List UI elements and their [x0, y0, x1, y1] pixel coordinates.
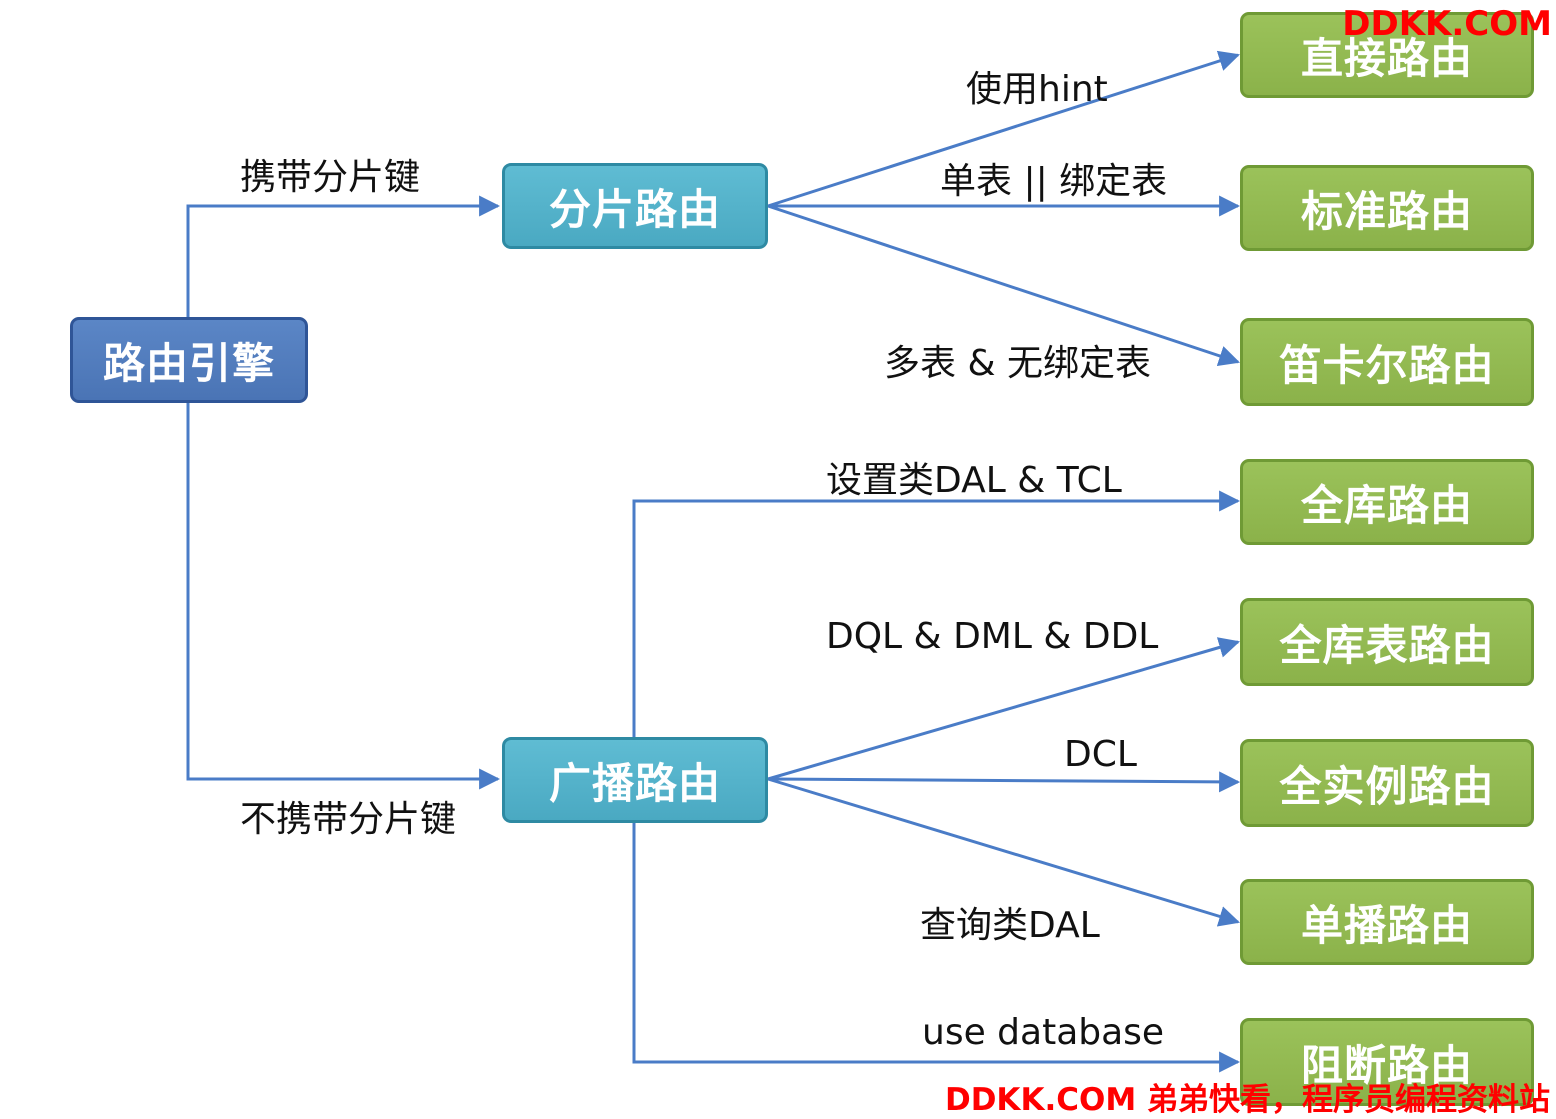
- node-direct-routing: 直接路由: [1240, 12, 1534, 98]
- node-block-routing: 阻断路由: [1240, 1018, 1534, 1106]
- edge-root-to-broadcast: [186, 402, 501, 790]
- node-cartesian-routing: 笛卡尔路由: [1240, 318, 1534, 406]
- edge-broadcast-to-unicast: [767, 777, 1241, 927]
- edge-label-use-hint: 使用hint: [966, 69, 1108, 110]
- edge-broadcast-to-all-instance: [767, 771, 1241, 793]
- node-all-db-table-routing: 全库表路由: [1240, 598, 1534, 686]
- node-broadcast-routing: 广播路由: [502, 737, 768, 823]
- edge-label-query-dal: 查询类DAL: [920, 905, 1100, 946]
- node-standard-routing: 标准路由: [1240, 165, 1534, 251]
- edge-label-single-or-binding: 单表 || 绑定表: [940, 161, 1168, 202]
- node-all-instance-routing: 全实例路由: [1240, 739, 1534, 827]
- watermark-top: DDKK.COM: [1342, 4, 1552, 44]
- edge-label-dql-dml-ddl: DQL & DML & DDL: [826, 616, 1159, 657]
- edge-broadcast-to-all-db: [632, 490, 1241, 738]
- edge-broadcast-to-all-db-table: [767, 637, 1241, 781]
- node-all-db-routing: 全库路由: [1240, 459, 1534, 545]
- node-unicast-routing: 单播路由: [1240, 879, 1534, 965]
- edge-label-without-shard-key: 不携带分片键: [240, 799, 457, 840]
- edge-shard-to-cartesian: [767, 204, 1240, 367]
- edge-broadcast-to-block: [632, 822, 1241, 1073]
- node-routing-engine: 路由引擎: [70, 317, 308, 403]
- edge-label-multi-no-binding: 多表 & 无绑定表: [884, 343, 1151, 384]
- node-shard-routing: 分片路由: [502, 163, 768, 249]
- edge-label-with-shard-key: 携带分片键: [240, 157, 421, 198]
- edge-label-use-database: use database: [922, 1012, 1165, 1053]
- watermark-bottom: DDKK.COM 弟弟快看，程序员编程资料站: [944, 1082, 1550, 1118]
- edge-shard-to-direct: [767, 50, 1240, 208]
- edge-label-dal-tcl: 设置类DAL & TCL: [826, 460, 1122, 501]
- edge-root-to-shard: [186, 195, 501, 318]
- edge-label-dcl: DCL: [1064, 734, 1137, 775]
